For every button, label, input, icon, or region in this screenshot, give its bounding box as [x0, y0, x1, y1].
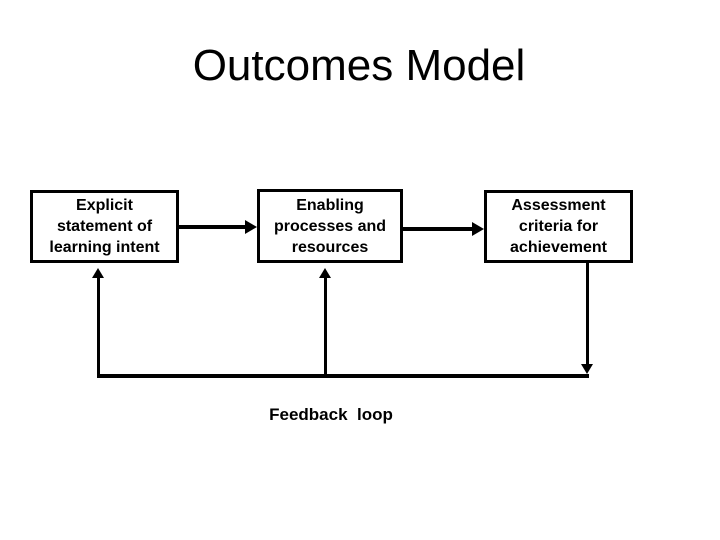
- arrowhead-up-icon: [92, 268, 104, 278]
- slide-title: Outcomes Model: [192, 41, 526, 90]
- flow-arrow-2-line: [402, 227, 474, 231]
- node-text-line: Explicit: [76, 197, 133, 214]
- node-text-line: Enabling: [296, 196, 364, 214]
- arrowhead-down-icon: [581, 364, 593, 374]
- node-text-line: resources: [291, 238, 369, 256]
- arrowhead-right-icon: [472, 222, 484, 236]
- feedback-riser-2-line: [324, 277, 327, 374]
- feedback-loop-label: Feedback loop: [269, 405, 393, 424]
- feedback-down-line: [586, 263, 589, 365]
- node-text-line: criteria for: [518, 218, 599, 235]
- node-explicit-statement: Explicit statement of learning intent: [30, 190, 179, 263]
- arrowhead-right-icon: [245, 220, 257, 234]
- node-text-line: statement of: [56, 218, 153, 235]
- feedback-riser-1-line: [97, 277, 100, 374]
- flow-arrow-1-line: [177, 225, 247, 229]
- node-assessment-criteria: Assessment criteria for achievement: [484, 190, 633, 263]
- node-enabling-processes: Enabling processes and resources: [257, 189, 403, 263]
- feedback-bottom-line: [97, 374, 589, 378]
- arrowhead-up-icon: [319, 268, 331, 278]
- node-text-line: processes and: [273, 217, 387, 235]
- node-text-line: Assessment: [511, 197, 606, 214]
- node-text-line: achievement: [510, 239, 607, 256]
- node-text-line: learning intent: [49, 239, 160, 256]
